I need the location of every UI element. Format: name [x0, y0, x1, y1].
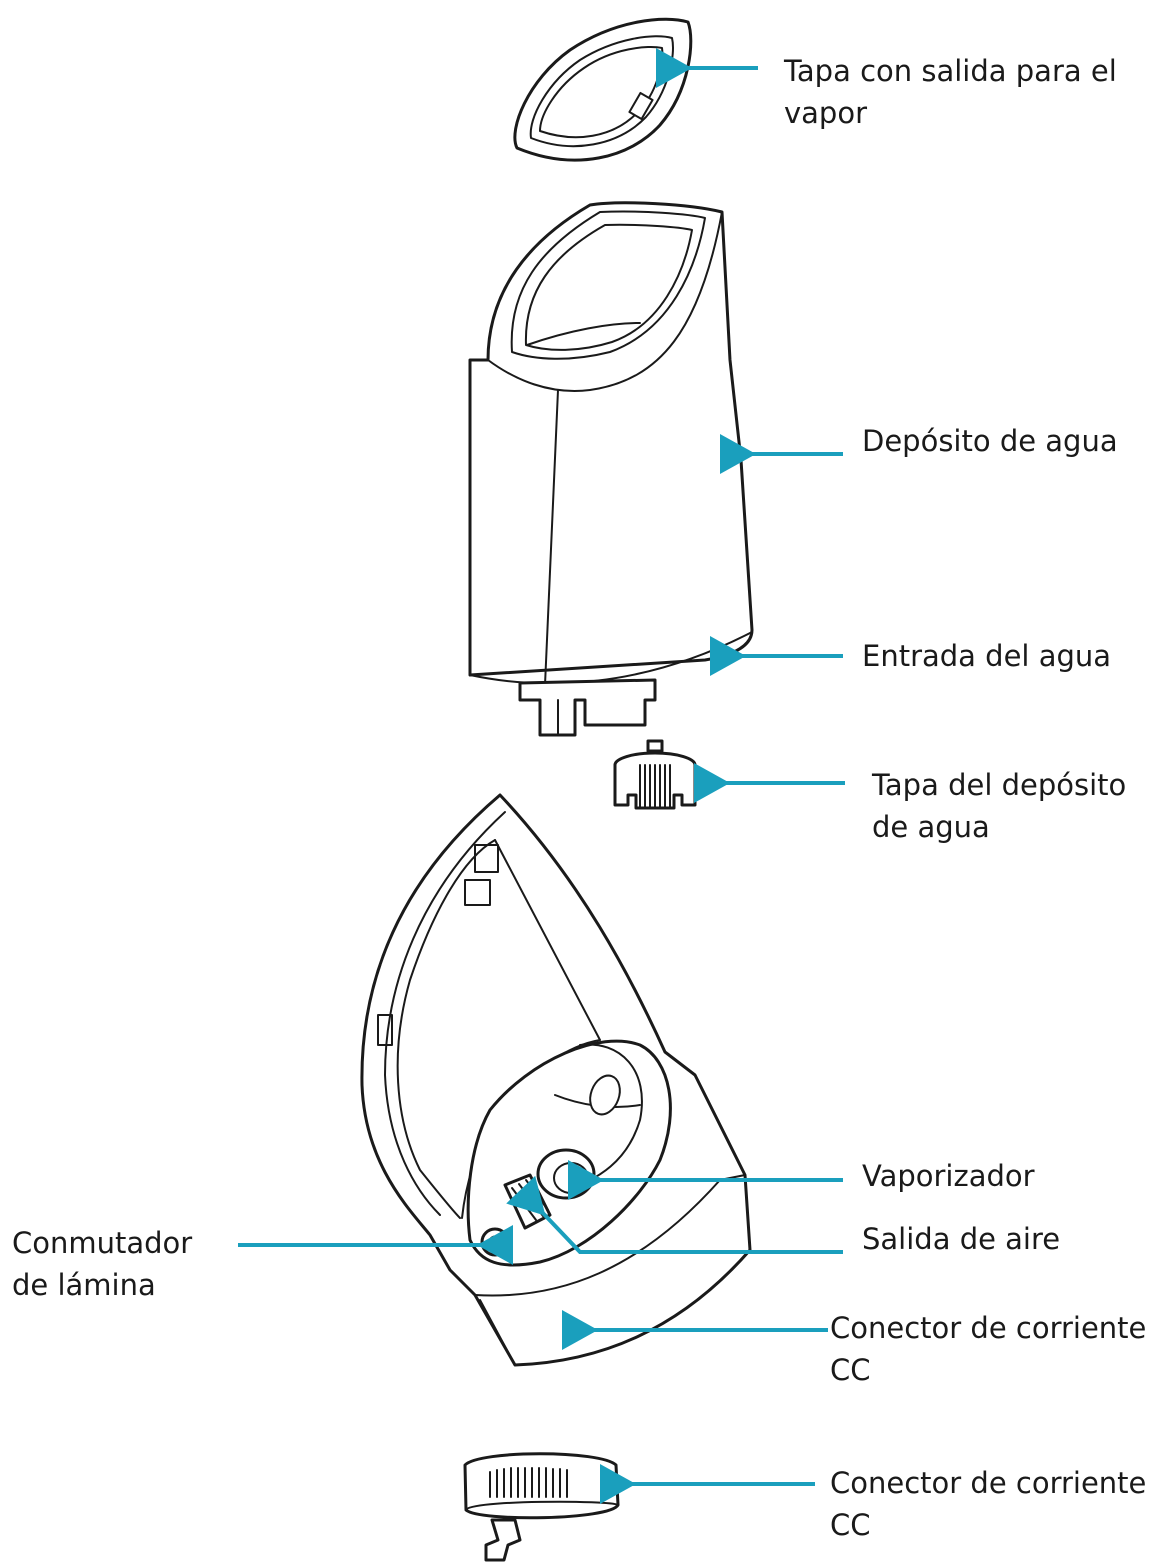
lid-illustration — [513, 17, 693, 162]
arrow-air-outlet — [506, 1175, 843, 1254]
label-reed-switch-line1: Conmutador — [12, 1226, 193, 1260]
label-air-outlet: Salida de aire — [862, 1218, 1060, 1260]
label-reed-switch-line2: de lámina — [12, 1268, 156, 1302]
label-tank: Depósito de agua — [862, 420, 1118, 462]
label-tank-cap-line2: de agua — [872, 810, 990, 844]
label-water-inlet: Entrada del agua — [862, 635, 1111, 677]
label-vaporizer: Vaporizador — [862, 1155, 1035, 1197]
water-tank-illustration — [468, 201, 754, 737]
label-lid-line1: Tapa con salida para el — [784, 54, 1117, 88]
label-water-inlet-line1: Entrada del agua — [862, 639, 1112, 673]
label-tank-line1: Depósito de agua — [862, 424, 1118, 458]
label-adapter-line1: Conector de corriente — [830, 1466, 1147, 1500]
label-dc-jack: Conector de corriente CC — [830, 1307, 1146, 1391]
label-adapter: Conector de corriente CC — [830, 1462, 1146, 1546]
label-lid: Tapa con salida para el vapor — [784, 50, 1117, 134]
label-dc-jack-line1: Conector de corriente — [830, 1311, 1147, 1345]
label-reed-switch: Conmutador de lámina — [12, 1222, 192, 1306]
label-adapter-line2: CC — [830, 1508, 871, 1542]
power-adapter-illustration — [463, 1452, 620, 1562]
label-dc-jack-line2: CC — [830, 1353, 871, 1387]
callout-arrows — [238, 48, 845, 1504]
base-unit-illustration — [360, 793, 752, 1367]
tank-cap-illustration — [613, 739, 697, 810]
label-tank-cap-line1: Tapa del depósito — [872, 768, 1127, 802]
label-vaporizer-line1: Vaporizador — [862, 1159, 1035, 1193]
label-tank-cap: Tapa del depósito de agua — [872, 764, 1126, 848]
label-lid-line2: vapor — [784, 96, 868, 130]
label-air-outlet-line1: Salida de aire — [862, 1222, 1061, 1256]
